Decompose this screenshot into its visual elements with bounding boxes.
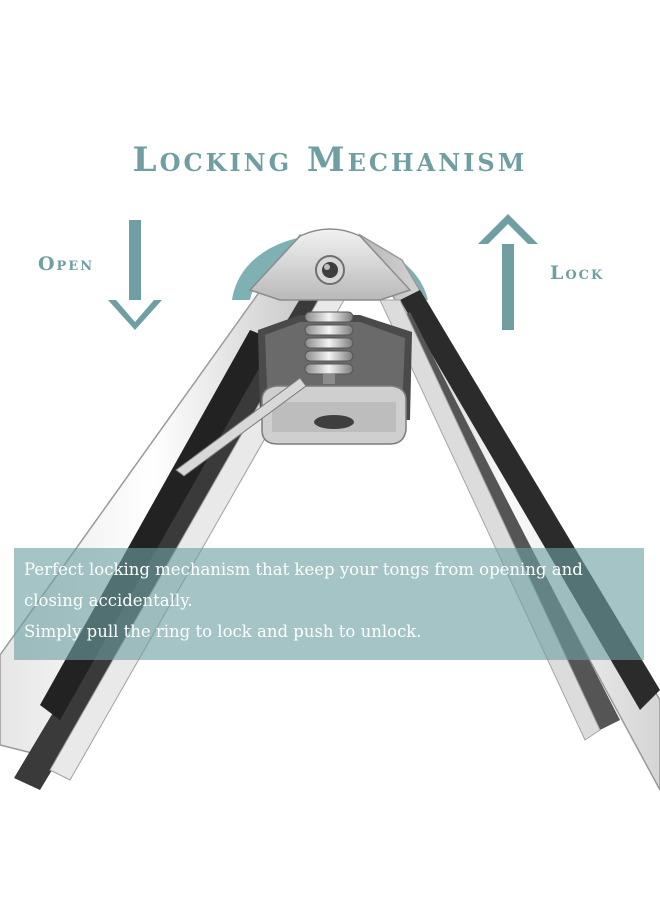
- arrow-down-icon: [108, 220, 162, 330]
- lock-label: Lock: [550, 262, 605, 284]
- arrow-up-icon: [478, 214, 538, 330]
- caption-panel: Perfect locking mechanism that keep your…: [14, 548, 644, 660]
- spring-coil: [304, 311, 354, 384]
- caption-line-3: Simply pull the ring to lock and push to…: [24, 622, 422, 641]
- caption-line-1: Perfect locking mechanism that keep your…: [24, 560, 583, 579]
- caption-line-2: closing accidentally.: [24, 591, 193, 610]
- headline: Locking Mechanism: [132, 140, 528, 180]
- open-label: Open: [38, 253, 95, 275]
